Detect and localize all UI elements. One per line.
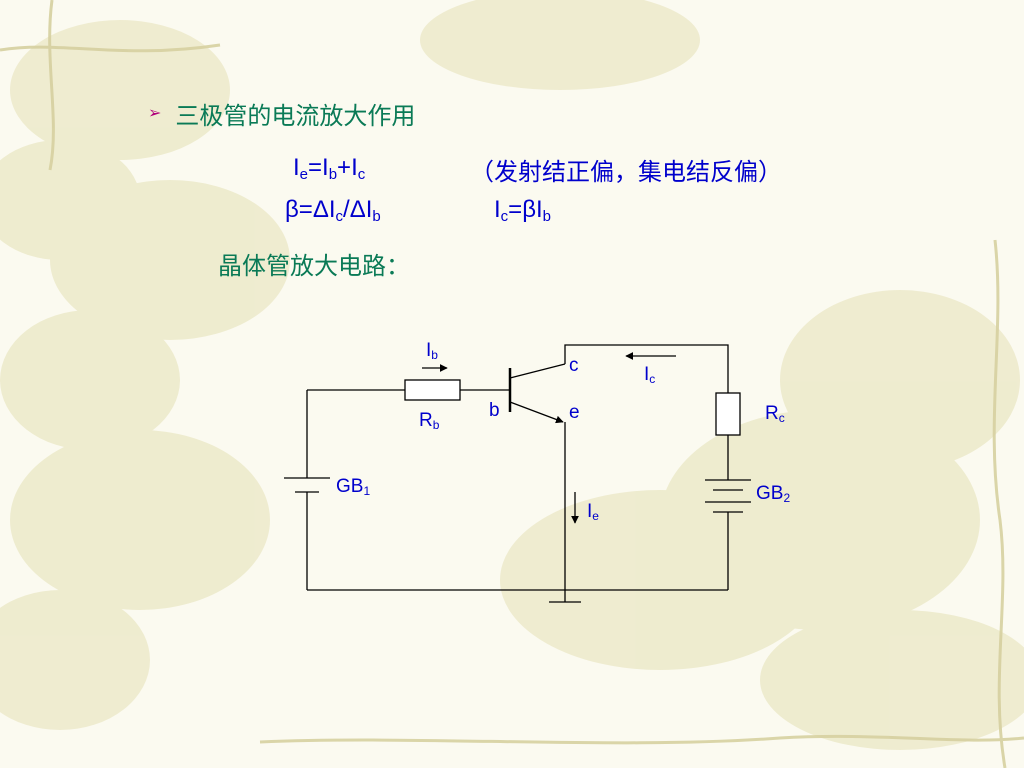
wire-collector [564, 344, 729, 393]
label-rc: Rc [765, 403, 785, 425]
label-gb1: GB1 [336, 476, 371, 498]
slide-heading: 三极管的电流放大作用 [175, 102, 416, 130]
label-ie: Ie [587, 501, 599, 523]
resistor-rb [404, 379, 461, 401]
label-rb: Rb [419, 410, 440, 432]
label-emitter: e [569, 402, 580, 423]
resistor-rc [715, 392, 741, 436]
label-collector: c [569, 355, 579, 376]
bias-note: （发射结正偏，集电结反偏） [470, 158, 782, 186]
circuit-intro: 晶体管放大电路： [218, 252, 410, 280]
equation-ie: Ie=Ib+Ic [293, 154, 366, 183]
label-ib: Ib [426, 340, 438, 362]
label-ic: Ic [644, 364, 656, 386]
heading-row: ➢ 三极管的电流放大作用 [148, 96, 415, 131]
label-gb2: GB2 [756, 483, 791, 505]
equation-ic: Ic=βIb [494, 196, 552, 225]
transistor-emitter [509, 401, 564, 424]
arrow-bullet-icon: ➢ [148, 104, 162, 122]
equation-beta: β=ΔIc/ΔIb [285, 196, 381, 225]
label-base: b [489, 400, 500, 421]
transistor-collector [509, 363, 566, 379]
